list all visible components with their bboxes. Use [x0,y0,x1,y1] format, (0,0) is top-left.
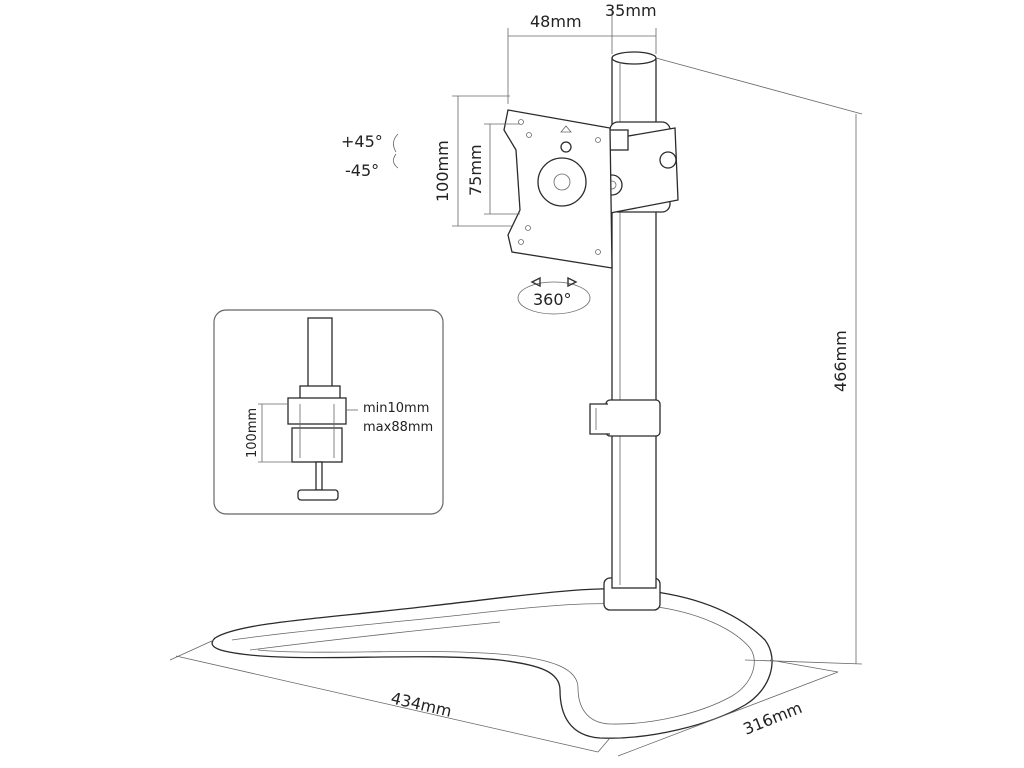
inset-min-thickness: min10mm [363,401,429,416]
vesa-plate [503,109,613,269]
dim-vesa-outer: 100mm [433,140,452,202]
dim-vesa-inner: 75mm [466,144,485,196]
rotation-indicator [517,276,591,315]
tilt-arrows [393,133,399,169]
stand-base [211,588,773,739]
cable-clip [589,399,661,437]
inset-max-thickness: max88mm [363,420,433,435]
dim-height: 466mm [831,330,850,392]
dim-base-depth: 316mm [740,698,804,739]
dim-base-width: 434mm [389,688,453,720]
inset-clamp-height: 100mm [245,408,260,458]
dimension-lines [169,8,863,757]
dim-rotation: 360° [533,290,572,309]
dim-tilt-up: +45° [341,132,383,151]
dim-arm-depth: 48mm [530,12,582,31]
dim-tilt-down: -45° [345,161,379,180]
tilt-bracket [601,121,679,215]
dim-pole-diameter: 35mm [605,1,657,20]
clamp-inset [213,309,444,515]
